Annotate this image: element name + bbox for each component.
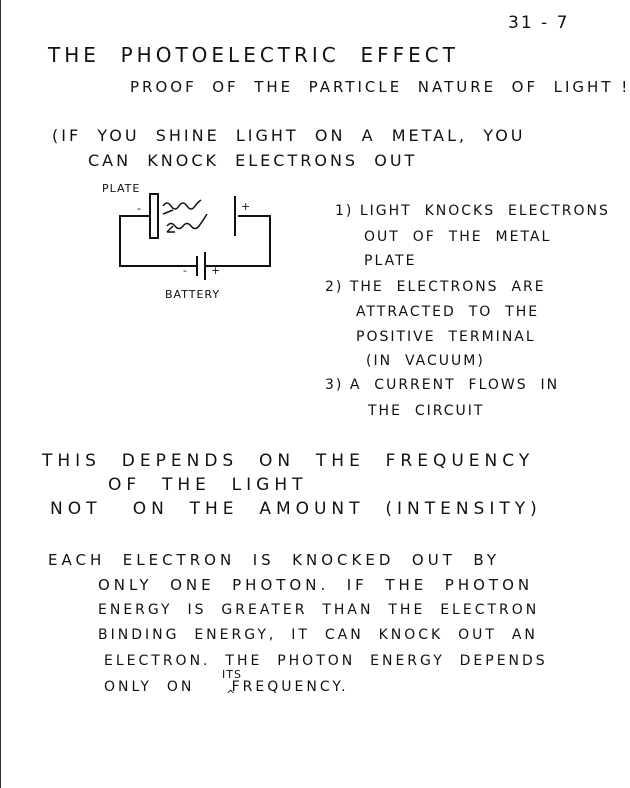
intro-line-2: CAN KNOCK ELECTRONS OUT <box>88 151 418 170</box>
plate-label: PLATE <box>102 182 141 195</box>
step-1-line-3: PLATE <box>364 253 417 269</box>
step-2-line-3: POSITIVE TERMINAL <box>356 329 536 345</box>
electron-arrowhead <box>166 225 175 233</box>
intro-line-1: (IF YOU SHINE LIGHT ON A METAL, YOU <box>52 126 526 145</box>
step-2-line-1: 2) THE ELECTRONS ARE <box>325 279 546 295</box>
photon-line-6: ONLY ON FREQUENCY. <box>104 679 349 695</box>
page-title: THE PHOTOELECTRIC EFFECT <box>48 43 459 67</box>
step-2-line-2: ATTRACTED TO THE <box>356 304 540 320</box>
metal-plate <box>149 193 159 239</box>
photon-line-5: ELECTRON. THE PHOTON ENERGY DEPENDS <box>104 653 548 669</box>
battery-minus-sign: - <box>183 264 188 277</box>
step-1-line-2: OUT OF THE METAL <box>364 229 552 245</box>
wire-left <box>119 215 197 267</box>
photon-line-3: ENERGY IS GREATER THAN THE ELECTRON <box>98 602 540 618</box>
page-left-edge <box>0 0 1 788</box>
frequency-line-1: THIS DEPENDS ON THE FREQUENCY <box>42 451 535 471</box>
step-2-line-4: (IN VACUUM) <box>366 353 485 369</box>
insertion-caret: ^ <box>226 688 237 701</box>
wire-right <box>205 215 271 267</box>
electron-arrow <box>162 209 174 215</box>
step-1-line-1: 1) LIGHT KNOCKS ELECTRONS <box>335 203 610 219</box>
frequency-line-2: OF THE LIGHT <box>108 475 308 495</box>
photon-line-1: EACH ELECTRON IS KNOCKED OUT BY <box>48 551 501 569</box>
inserted-word: ITS <box>222 668 242 681</box>
photon-line-2: ONLY ONE PHOTON. IF THE PHOTON <box>98 576 534 594</box>
circuit-diagram-svg <box>119 193 271 280</box>
plate-minus-sign: - <box>137 202 142 215</box>
light-ray-2 <box>166 213 208 230</box>
step-3-line-2: THE CIRCUIT <box>368 403 485 419</box>
photon-line-4: BINDING ENERGY, IT CAN KNOCK OUT AN <box>98 627 538 643</box>
terminal-plus-sign: + <box>241 200 252 213</box>
frequency-line-3: NOT ON THE AMOUNT (INTENSITY) <box>50 499 542 519</box>
page-subtitle: PROOF OF THE PARTICLE NATURE OF LIGHT ! <box>130 78 630 96</box>
light-ray-1 <box>162 199 202 210</box>
circuit-diagram: PLATE - + - + BATTERY <box>95 176 285 302</box>
battery-plus-sign: + <box>211 264 222 277</box>
page-number: 31 - 7 <box>508 13 570 33</box>
step-3-line-1: 3) A CURRENT FLOWS IN <box>325 377 560 393</box>
battery-label: BATTERY <box>165 288 221 301</box>
